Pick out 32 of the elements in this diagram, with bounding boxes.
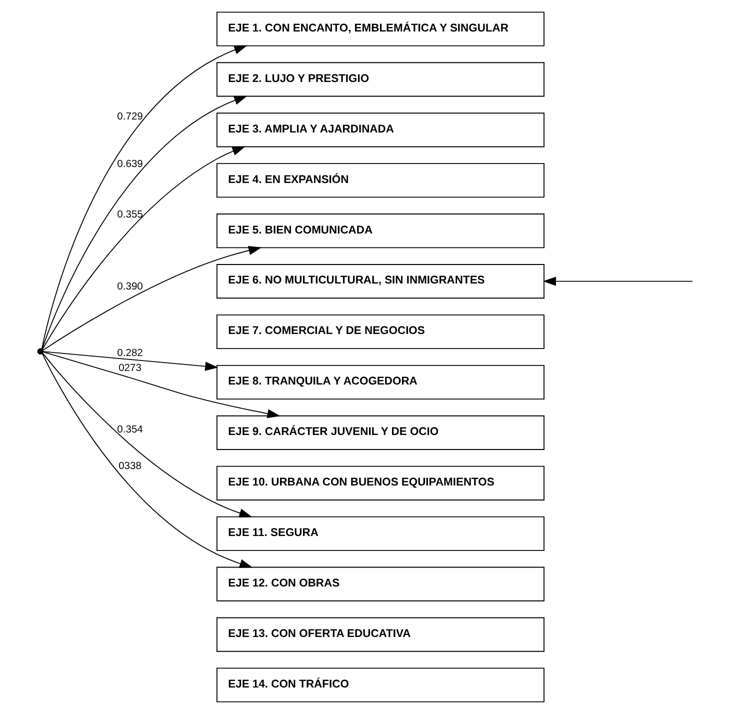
edge-label: 0.354 bbox=[116, 424, 142, 436]
arrow bbox=[41, 353, 252, 568]
node-box: EJE 2. LUJO Y PRESTIGIO bbox=[216, 62, 544, 97]
arrow bbox=[42, 246, 262, 351]
arrow bbox=[42, 351, 218, 371]
node-box: EJE 10. URBANA CON BUENOS EQUIPAMIENTOS bbox=[216, 466, 544, 500]
node-box: EJE 13. CON OFERTA EDUCATIVA bbox=[216, 617, 544, 652]
arrow bbox=[40, 45, 247, 350]
node-box: EJE 8. TRANQUILA Y ACOGEDORA bbox=[216, 364, 544, 400]
node-box: EJE 11. SEGURA bbox=[216, 516, 544, 551]
arrow bbox=[41, 96, 247, 350]
node-point bbox=[36, 348, 44, 355]
arrow bbox=[542, 276, 692, 286]
arrow bbox=[41, 146, 245, 350]
node-box: EJE 12. CON OBRAS bbox=[216, 566, 544, 602]
node-box: EJE 5. BIEN COMUNICADA bbox=[216, 214, 544, 248]
edge-label: 0338 bbox=[118, 460, 141, 472]
node-box: EJE 7. COMERCIAL Y DE NEGOCIOS bbox=[216, 314, 544, 350]
edge-label: 0.639 bbox=[116, 159, 142, 170]
node-box: EJE 14. CON TRÁFICO bbox=[216, 668, 544, 702]
node-box: EJE 4. EN EXPANSIÓN bbox=[216, 163, 544, 198]
arrow bbox=[42, 351, 280, 418]
edge-label: 0.282 bbox=[116, 348, 142, 359]
arrow bbox=[42, 352, 252, 518]
node-box: EJE 9. CARÁCTER JUVENIL Y DE OCIO bbox=[216, 415, 544, 450]
edge-label: 0.355 bbox=[116, 210, 142, 221]
node-box: EJE 6. NO MULTICULTURAL, SIN INMIGRANTES bbox=[216, 264, 544, 299]
edge-label: 0.390 bbox=[116, 282, 142, 293]
node-box: EJE 1. CON ENCANTO, EMBLEMÁTICA Y SINGULAR bbox=[216, 12, 544, 46]
edge-label: 0.729 bbox=[116, 111, 142, 122]
node-box: EJE 3. AMPLIA Y AJARDINADA bbox=[216, 112, 544, 148]
edge-label: 0273 bbox=[118, 362, 141, 374]
